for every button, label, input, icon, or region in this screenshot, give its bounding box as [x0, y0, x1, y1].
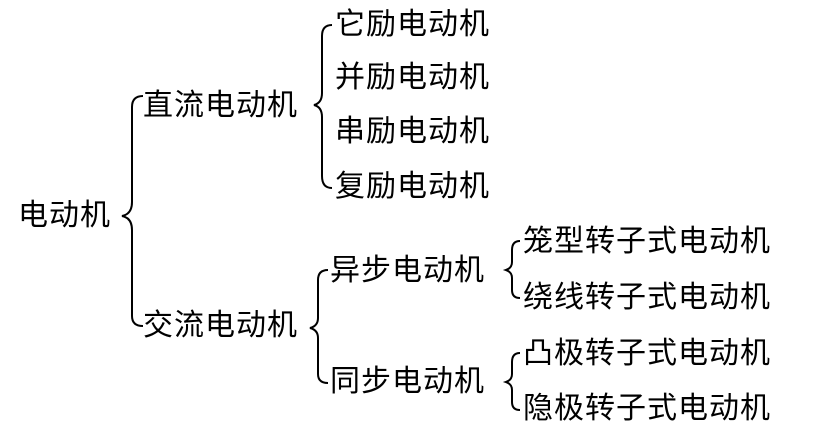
dc-child-compound: 复励电动机: [335, 169, 490, 204]
sync-motor-node: 同步电动机: [330, 364, 485, 399]
dc-child-shunt: 并励电动机: [335, 60, 490, 95]
sync-child-salient-pole: 凸极转子式电动机: [523, 336, 771, 371]
async-motor-node: 异步电动机: [330, 253, 485, 288]
ac-motor-node: 交流电动机: [143, 308, 298, 343]
dc-child-series: 串励电动机: [335, 114, 490, 149]
sync-brace: [502, 352, 521, 411]
dc-motor-node: 直流电动机: [143, 88, 298, 123]
sync-child-cylindrical-rotor: 隐极转子式电动机: [523, 391, 771, 426]
async-child-squirrel-cage: 笼型转子式电动机: [523, 224, 771, 259]
dc-child-separately-excited: 它励电动机: [335, 7, 490, 42]
dc-brace: [313, 24, 333, 189]
async-child-wound-rotor: 绕线转子式电动机: [523, 280, 771, 315]
root-node: 电动机: [18, 198, 111, 233]
async-brace: [502, 240, 521, 299]
ac-brace: [309, 269, 329, 384]
root-brace: [121, 95, 144, 327]
